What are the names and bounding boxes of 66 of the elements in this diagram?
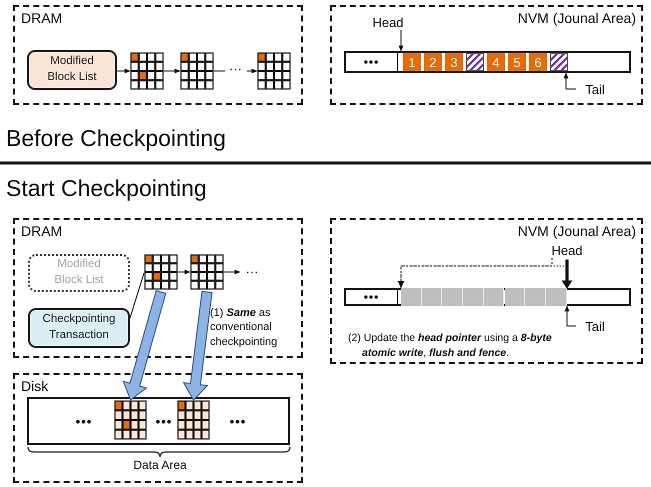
block-grid [177,400,210,440]
block-arrow [562,260,572,289]
faded-box: Modified Block List [28,254,130,292]
dashed-panel [13,373,303,483]
arrow [564,72,576,90]
step-note: (1) Same as conventional checkpointing [210,306,278,349]
arrow [398,258,552,289]
block-grid [130,52,164,90]
checkpointed-slot [504,288,526,306]
block-grid [257,52,291,90]
ellipsis: ••• [74,414,94,429]
block-grid [144,254,178,290]
arrow [164,68,181,74]
arrow [224,270,241,274]
journal-slot: 5 [508,53,526,71]
block-arrow [122,290,166,401]
section-heading: Before Checkpointing [6,125,226,152]
checkpointed-slot [546,288,567,306]
ellipsis-cell: ••• [346,290,398,304]
journal-slot: 2 [424,53,442,71]
journal-bar [344,51,631,73]
arrow [116,68,131,74]
journal-slot: 6 [529,53,547,71]
hatched-slot [466,53,484,71]
hatched-slot [550,53,568,71]
block-arrow [182,290,213,401]
arrow [564,305,576,326]
rounded-box: Modified Block List [27,50,117,90]
ellipsis: ••• [228,414,248,429]
pointer-label: Head [548,242,586,258]
journal-slot: 1 [403,53,421,71]
block-grid [190,254,224,290]
panel-title: DRAM [21,223,62,239]
arrow [178,270,191,274]
checkpointed-slot [422,288,442,306]
block-grid [114,400,147,440]
dashed-panel [330,5,643,105]
panel-title: NVM (Jounal Area) [518,223,636,239]
dashed-panel [330,218,643,364]
section-heading: Start Checkpointing [6,175,207,202]
checkpointed-slot [525,288,546,306]
step-note: (2) Update the head pointer using a 8-byte atomic write, flush and fence. [348,331,553,362]
checkpointed-slot [442,288,464,306]
pointer-label: Tail [578,81,612,97]
dashed-panel [13,5,303,105]
ellipsis: ··· [242,264,262,278]
ellipsis-cell: ••• [346,53,398,71]
panel-title: DRAM [21,10,62,26]
panel-title: Disk [21,378,48,394]
journal-slot: 4 [487,53,505,71]
arrow [214,68,258,74]
ellipsis: ••• [154,414,174,429]
journal-bar [344,288,631,306]
block-grid [180,52,214,90]
pointer-label: Head [368,14,408,30]
panel-title: NVM (Jounal Area) [518,10,636,26]
journal-slot: 3 [445,53,463,71]
arrow [398,30,404,52]
rounded-box: Checkpointing Transaction [28,308,130,348]
pointer-label: Tail [578,318,612,334]
brace-caption: Data Area [132,458,188,472]
checkpointed-slot [463,288,484,306]
checkpointed-slot [484,288,504,306]
connector-line [130,272,144,318]
data-area-bar [27,397,290,445]
checkpointed-slot [401,288,422,306]
